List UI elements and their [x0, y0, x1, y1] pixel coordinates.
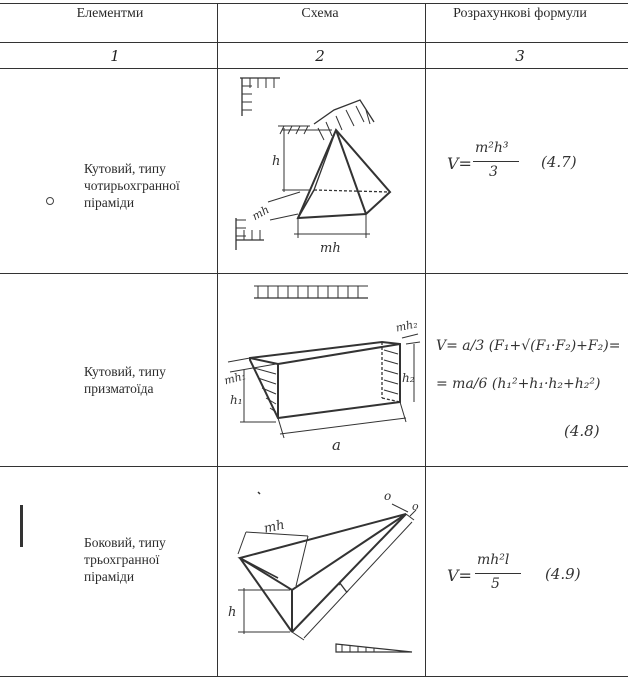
row1-formula: V= m²h³ 3 (4.7)	[447, 140, 617, 190]
row1-element-line: чотирьохгранної	[84, 178, 180, 193]
row1-formula-ref: (4.7)	[541, 153, 577, 171]
row1-element-line: Кутовий, типу	[84, 161, 166, 176]
row1-pyramid-diagram: h mh mh	[235, 77, 392, 256]
header-elements: Елементми	[76, 6, 144, 21]
row3-dim-o-side: o	[412, 500, 419, 513]
row2-dim-a: a	[332, 436, 341, 454]
row1-dim-mh-bottom: mh	[320, 241, 341, 256]
row3-element-line: пірамiди	[84, 569, 135, 584]
row2-formula-line2: = ma/6 (h₁²+h₁·h₂+h₂²)	[436, 376, 601, 392]
row2-prismatoid-diagram: mh₁ mh₂ h₁ h₂ a	[223, 285, 421, 454]
row1-element-label: Кутовий, типу чотирьохгранної пірамiди	[84, 160, 180, 211]
row3-formula: V= mh²l 5 (4.9)	[447, 552, 617, 602]
row2-element-line: призматоїда	[84, 381, 154, 396]
row3-formula-fraction-bar	[475, 573, 521, 574]
row2-dim-mh2: mh₂	[395, 317, 419, 334]
number-row-bottom-border	[0, 68, 628, 69]
row2-bottom-border	[0, 466, 628, 467]
header-formulas: Розрахункові формули	[453, 6, 587, 21]
row2-element-label: Кутовий, типу призматоїда	[84, 363, 166, 397]
row1-formula-lhs: V=	[447, 154, 472, 173]
column-divider-2	[425, 3, 426, 676]
row3-dim-o-top: o	[384, 489, 391, 503]
row1-dim-mh-side: mh	[250, 203, 272, 223]
row2-element-line: Кутовий, типу	[84, 364, 166, 379]
row2-formula: V= a/3 (F₁+√(F₁·F₂)+F₂)= = ma/6 (h₁²+h₁·…	[436, 330, 636, 450]
row3-formula-denominator: 5	[491, 576, 500, 592]
row3-pyramid-diagram: mh h l o o	[228, 489, 419, 653]
row1-formula-numerator: m²h³	[475, 140, 509, 156]
row1-dim-h: h	[272, 154, 280, 169]
column-number-1: 1	[110, 47, 120, 65]
table-bottom-border	[0, 676, 628, 677]
row3-formula-ref: (4.9)	[545, 565, 581, 583]
column-number-3: 3	[515, 47, 525, 65]
header-schema: Схема	[301, 6, 339, 21]
row2-formula-ref: (4.8)	[564, 422, 600, 440]
row3-formula-numerator: mh²l	[477, 552, 510, 568]
row3-element-line: трьохгранної	[84, 552, 160, 567]
header-bottom-border	[0, 42, 628, 43]
column-number-2: 2	[315, 47, 325, 65]
row3-element-label: Боковий, типу трьохгранної пірамiди	[84, 534, 166, 585]
row1-formula-fraction-bar	[473, 161, 519, 162]
row1-element-line: пірамiди	[84, 195, 135, 210]
row3-dim-mh: mh	[263, 518, 286, 537]
row1-bottom-border	[0, 273, 628, 274]
row3-element-line: Боковий, типу	[84, 535, 166, 550]
left-margin-bar	[20, 505, 23, 547]
row3-formula-lhs: V=	[447, 566, 472, 585]
row2-formula-line1: V= a/3 (F₁+√(F₁·F₂)+F₂)=	[436, 338, 621, 354]
row2-dim-mh1: mh₁	[223, 369, 248, 387]
row2-dim-h1: h₁	[230, 393, 243, 407]
bullet-mark	[46, 197, 54, 205]
header-top-border	[0, 3, 628, 4]
row3-dim-h: h	[228, 605, 236, 620]
row2-dim-h2: h₂	[402, 371, 415, 385]
column-divider-1	[217, 3, 218, 676]
row1-formula-denominator: 3	[489, 164, 498, 180]
